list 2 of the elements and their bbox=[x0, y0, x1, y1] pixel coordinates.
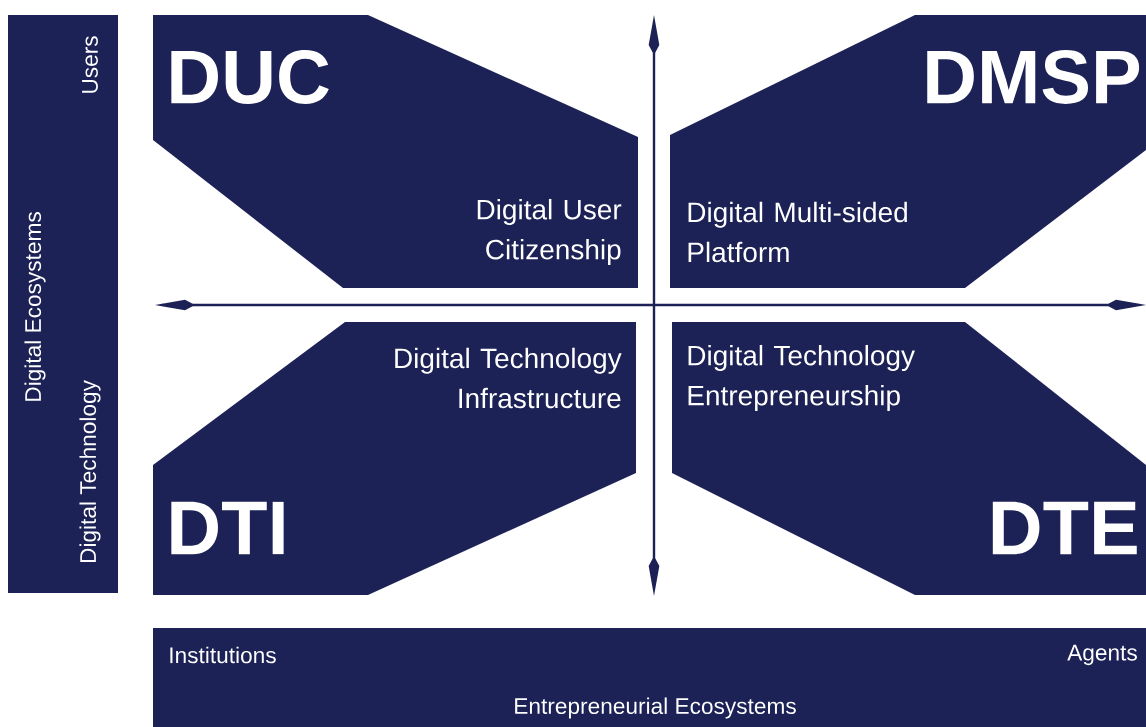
bottom-band: Institutions Agents Entrepreneurial Ecosystems bbox=[153, 628, 1146, 727]
side-band: Users Digital Ecosystems Digital Technology bbox=[8, 15, 118, 593]
